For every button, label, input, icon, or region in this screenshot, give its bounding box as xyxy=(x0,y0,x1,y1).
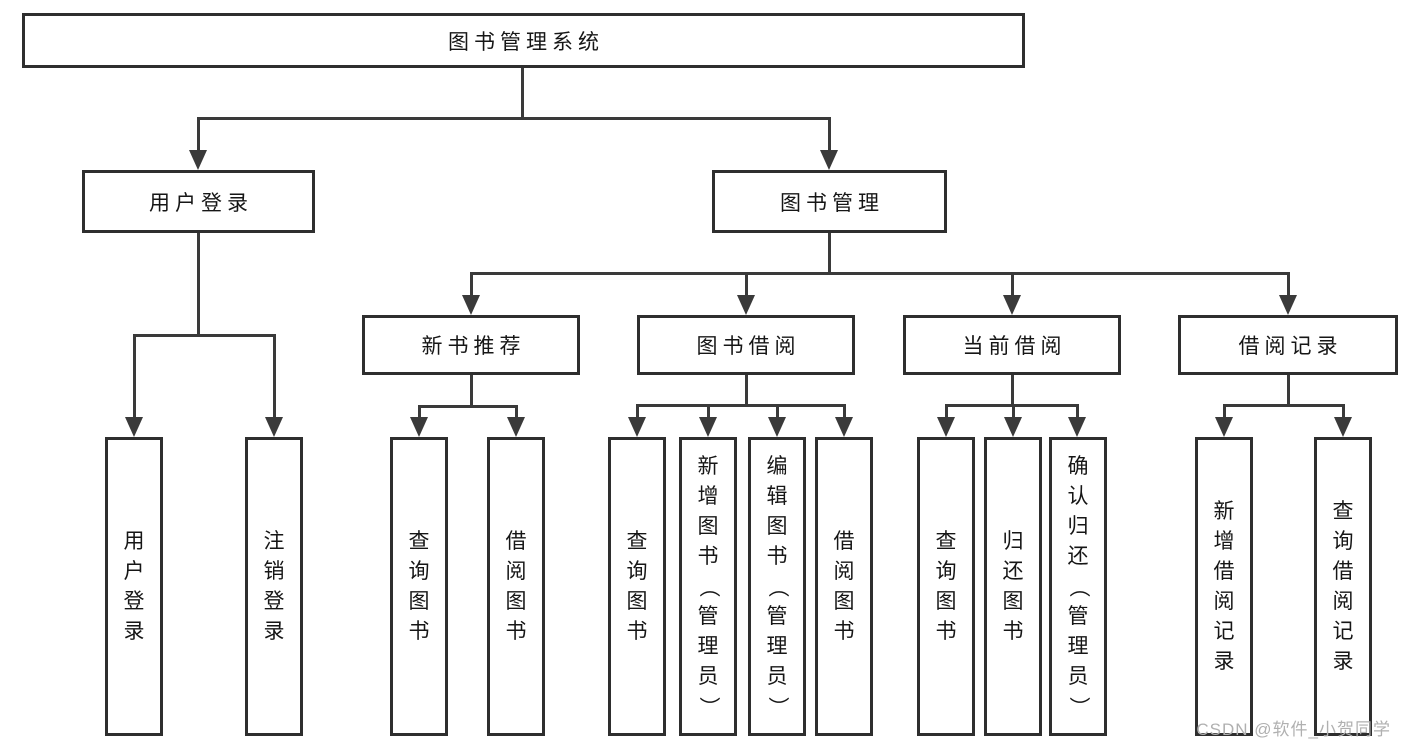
connector-line xyxy=(707,404,710,418)
leaf-borrow-books-recommend: 借阅图书 xyxy=(487,437,545,736)
arrow-down-icon xyxy=(462,295,480,315)
connector-line xyxy=(470,272,473,296)
arrow-down-icon xyxy=(699,417,717,437)
connector-line xyxy=(745,272,748,296)
arrow-down-icon xyxy=(768,417,786,437)
connector-line xyxy=(418,405,518,408)
arrow-down-icon xyxy=(820,150,838,170)
leaf-borrow-books: 借阅图书 xyxy=(815,437,873,736)
connector-line xyxy=(945,404,948,418)
node-current-borrow: 当前借阅 xyxy=(903,315,1121,375)
connector-line xyxy=(470,272,1289,275)
connector-line xyxy=(1287,375,1290,406)
connector-line xyxy=(828,233,831,274)
connector-line xyxy=(828,117,831,151)
connector-line xyxy=(197,117,200,151)
node-user-login: 用户登录 xyxy=(82,170,315,233)
connector-line xyxy=(1012,404,1015,418)
connector-line xyxy=(745,375,748,406)
leaf-confirm-return-admin: 确认归还（管理员） xyxy=(1049,437,1107,736)
arrow-down-icon xyxy=(1215,417,1233,437)
node-label: 新增图书（管理员） xyxy=(697,454,720,718)
node-label: 图书借阅 xyxy=(696,335,801,358)
node-label: 查询图书 xyxy=(935,529,957,643)
node-label: 查询借阅记录 xyxy=(1332,499,1354,673)
arrow-down-icon xyxy=(507,417,525,437)
connector-line xyxy=(776,404,779,418)
node-label: 新书推荐 xyxy=(421,335,526,358)
leaf-query-books-current: 查询图书 xyxy=(917,437,975,736)
connector-line xyxy=(470,375,473,407)
node-label: 注销登录 xyxy=(263,529,285,643)
connector-line xyxy=(515,405,518,418)
leaf-query-borrow-record: 查询借阅记录 xyxy=(1314,437,1372,736)
node-label: 确认归还（管理员） xyxy=(1067,454,1090,718)
node-label: 查询图书 xyxy=(626,529,648,643)
node-label: 编辑图书（管理员） xyxy=(766,454,789,718)
node-label: 当前借阅 xyxy=(962,335,1067,358)
arrow-down-icon xyxy=(265,417,283,437)
node-label: 借阅记录 xyxy=(1238,335,1343,358)
node-book-borrow: 图书借阅 xyxy=(637,315,855,375)
node-label: 图书管理系统 xyxy=(448,30,604,54)
connector-line xyxy=(1223,404,1226,418)
leaf-return-book: 归还图书 xyxy=(984,437,1042,736)
arrow-down-icon xyxy=(937,417,955,437)
arrow-down-icon xyxy=(1068,417,1086,437)
leaf-add-borrow-record: 新增借阅记录 xyxy=(1195,437,1253,736)
node-label: 新增借阅记录 xyxy=(1213,499,1235,673)
connector-line xyxy=(521,68,524,118)
arrow-down-icon xyxy=(835,417,853,437)
node-book-management: 图书管理 xyxy=(712,170,947,233)
node-label: 借阅图书 xyxy=(505,529,527,643)
leaf-edit-book-admin: 编辑图书（管理员） xyxy=(748,437,806,736)
connector-line xyxy=(1011,375,1014,406)
arrow-down-icon xyxy=(628,417,646,437)
node-borrow-records: 借阅记录 xyxy=(1178,315,1398,375)
leaf-query-books-borrow: 查询图书 xyxy=(608,437,666,736)
connector-line xyxy=(636,404,639,418)
connector-line xyxy=(1223,404,1345,407)
connector-line xyxy=(1287,272,1290,296)
connector-line xyxy=(133,334,136,418)
connector-line xyxy=(1342,404,1345,418)
leaf-logout: 注销登录 xyxy=(245,437,303,736)
node-root: 图书管理系统 xyxy=(22,13,1025,68)
connector-line xyxy=(636,404,846,407)
leaf-add-book-admin: 新增图书（管理员） xyxy=(679,437,737,736)
node-label: 借阅图书 xyxy=(833,529,855,643)
connector-line xyxy=(133,334,276,337)
connector-line xyxy=(418,405,421,418)
node-label: 查询图书 xyxy=(408,529,430,643)
connector-line xyxy=(1011,272,1014,296)
arrow-down-icon xyxy=(1003,295,1021,315)
node-new-book-recommend: 新书推荐 xyxy=(362,315,580,375)
csdn-watermark: CSDN @软件_小贺同学 xyxy=(1196,720,1391,739)
connector-line xyxy=(1076,404,1079,418)
connector-line xyxy=(843,404,846,418)
node-label: 用户登录 xyxy=(149,191,253,215)
connector-line xyxy=(273,334,276,418)
arrow-down-icon xyxy=(410,417,428,437)
arrow-down-icon xyxy=(1279,295,1297,315)
leaf-query-books-recommend: 查询图书 xyxy=(390,437,448,736)
connector-line xyxy=(197,117,831,120)
arrow-down-icon xyxy=(1004,417,1022,437)
arrow-down-icon xyxy=(189,150,207,170)
node-label: 用户登录 xyxy=(123,529,145,643)
leaf-user-login: 用户登录 xyxy=(105,437,163,736)
arrow-down-icon xyxy=(737,295,755,315)
node-label: 图书管理 xyxy=(780,191,884,215)
arrow-down-icon xyxy=(125,417,143,437)
arrow-down-icon xyxy=(1334,417,1352,437)
connector-line xyxy=(197,233,200,336)
node-label: 归还图书 xyxy=(1002,529,1024,643)
